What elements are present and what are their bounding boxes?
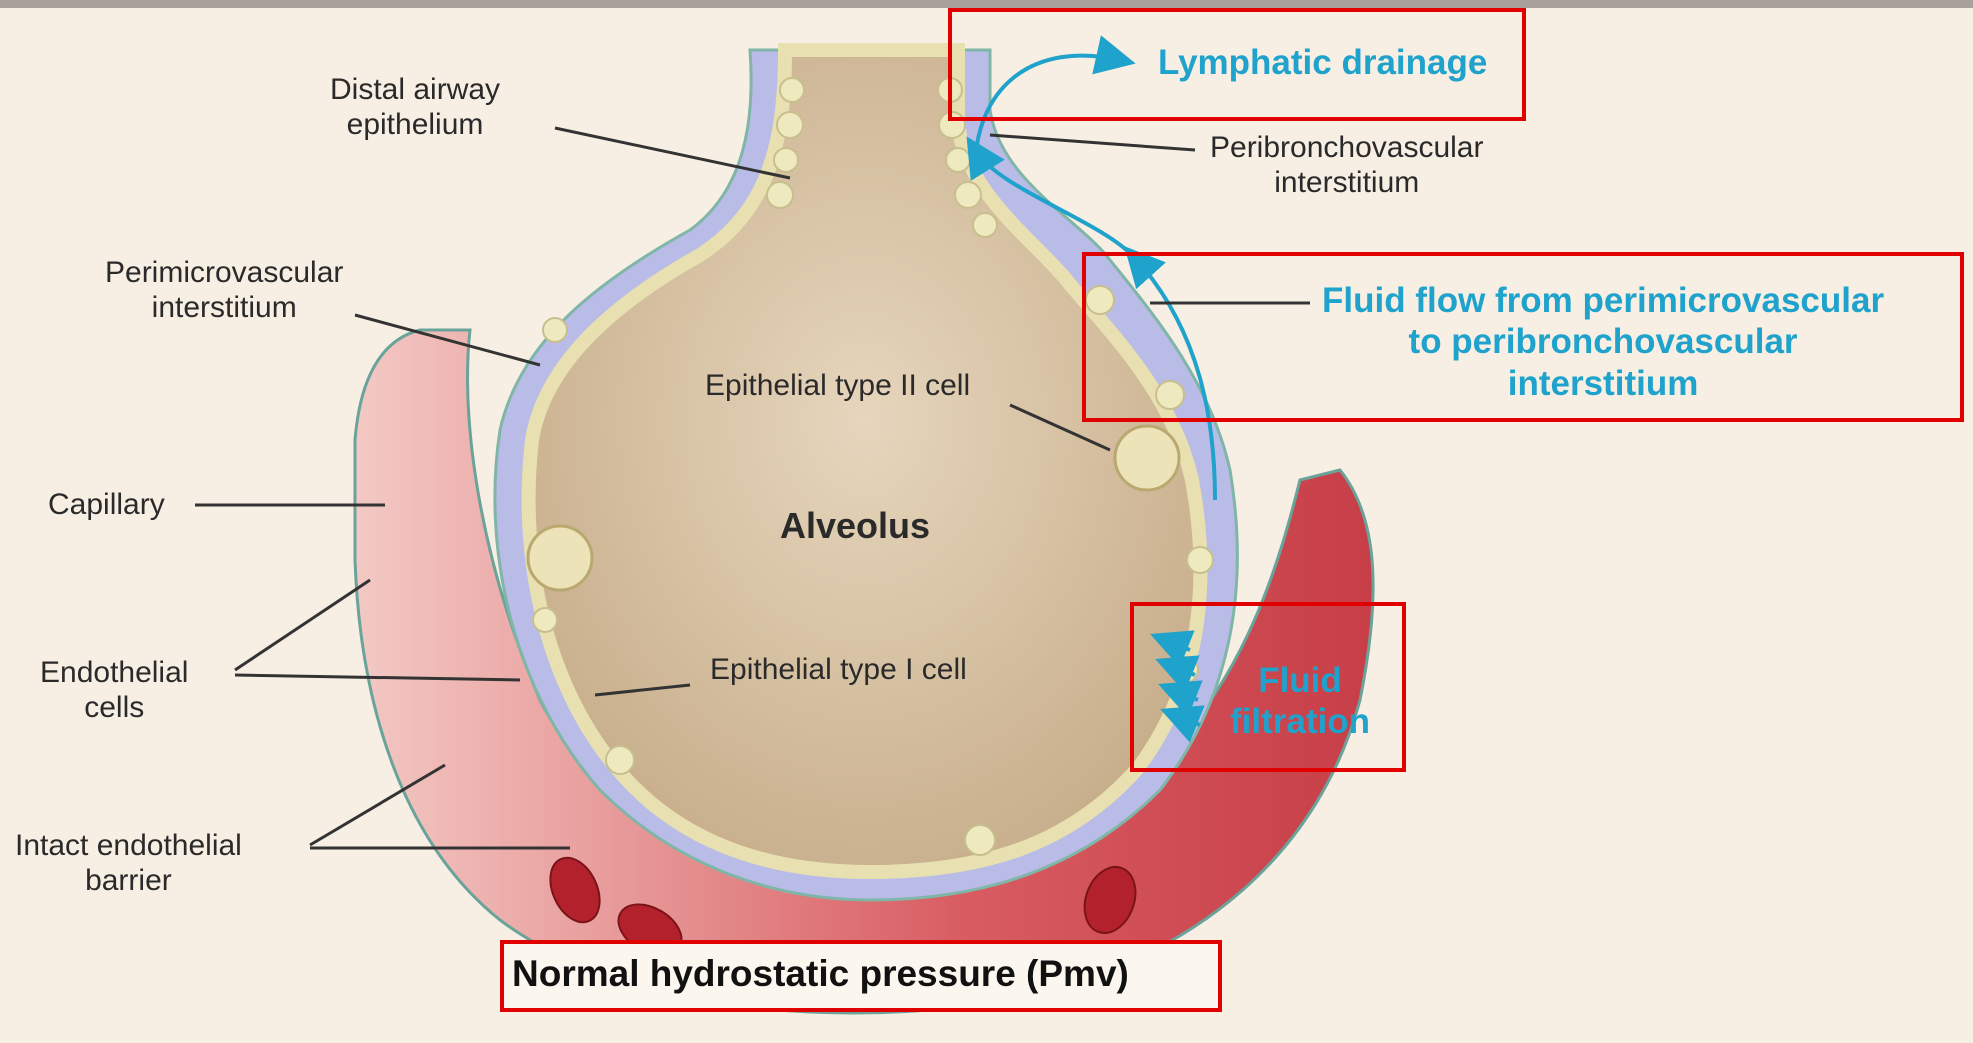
label-hydrostatic-pressure: Normal hydrostatic pressure (Pmv) [512,952,1129,996]
label-epithelial-type-ii-text: Epithelial type II cell [705,368,970,403]
label-intact-barrier: Intact endothelial barrier [15,828,242,899]
label-fluid-flow-line3: interstitium [1322,363,1884,404]
label-peribronchovascular-line1: Peribronchovascular [1210,130,1483,165]
label-perimicrovascular-line1: Perimicrovascular [105,255,343,290]
label-peribronchovascular-line2: interstitium [1210,165,1483,200]
label-peribronchovascular: Peribronchovascular interstitium [1210,130,1483,201]
label-distal-airway: Distal airway epithelium [330,72,500,143]
label-perimicrovascular-line2: interstitium [105,290,343,325]
label-alveolus-text: Alveolus [780,505,930,547]
label-fluid-flow: Fluid flow from perimicrovascular to per… [1322,280,1884,404]
label-distal-airway-line1: Distal airway [330,72,500,107]
label-fluid-filtration: Fluid filtration [1230,660,1370,743]
label-capillary: Capillary [48,487,165,522]
label-fluid-filtration-line2: filtration [1230,701,1370,742]
label-epithelial-type-ii: Epithelial type II cell [705,368,970,403]
label-lymphatic-drainage-text: Lymphatic drainage [1158,42,1487,83]
label-epithelial-type-i: Epithelial type I cell [710,652,967,687]
label-perimicrovascular: Perimicrovascular interstitium [105,255,343,326]
label-lymphatic-drainage: Lymphatic drainage [1158,42,1487,83]
label-hydrostatic-pressure-text: Normal hydrostatic pressure (Pmv) [512,952,1129,996]
label-endothelial-line1: Endothelial [40,655,188,690]
top-band [0,0,1973,8]
label-distal-airway-line2: epithelium [330,107,500,142]
label-endothelial-line2: cells [40,690,188,725]
label-alveolus: Alveolus [780,505,930,547]
label-intact-barrier-line2: barrier [15,863,242,898]
label-capillary-text: Capillary [48,487,165,522]
label-fluid-flow-line1: Fluid flow from perimicrovascular [1322,280,1884,321]
label-intact-barrier-line1: Intact endothelial [15,828,242,863]
label-epithelial-type-i-text: Epithelial type I cell [710,652,967,687]
label-fluid-flow-line2: to peribronchovascular [1322,321,1884,362]
label-fluid-filtration-line1: Fluid [1230,660,1370,701]
label-endothelial-cells: Endothelial cells [40,655,188,726]
